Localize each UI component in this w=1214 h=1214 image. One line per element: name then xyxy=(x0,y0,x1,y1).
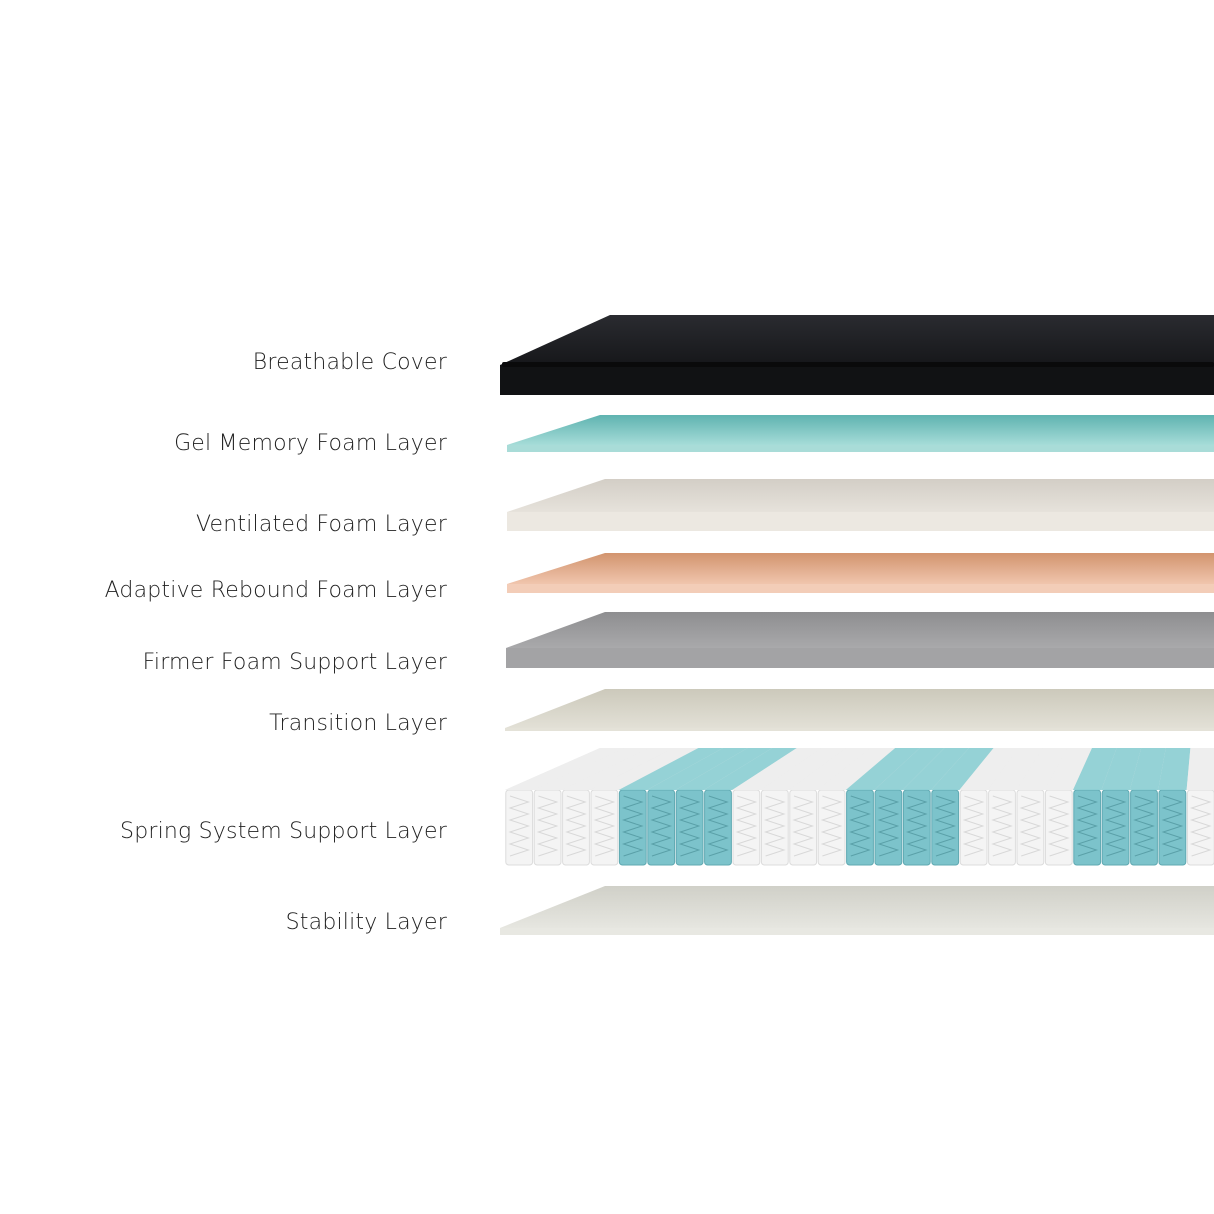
spring-coil-top xyxy=(732,748,822,790)
spring-coil-wire xyxy=(962,795,985,857)
firmer-foam-support-top xyxy=(506,612,1214,648)
spring-coil xyxy=(505,789,534,866)
spring-coil-top xyxy=(1129,748,1166,790)
spring-coil-top xyxy=(1044,748,1092,790)
transition-layer-front xyxy=(505,728,1214,731)
spring-coil xyxy=(675,789,704,866)
spring-coil xyxy=(789,789,818,866)
spring-coil-top xyxy=(902,748,969,790)
spring-coil-wire xyxy=(650,795,673,857)
spring-coil xyxy=(874,789,903,866)
label-firmer-foam-support: Firmer Foam Support Layer xyxy=(142,650,447,675)
spring-coil-top xyxy=(505,748,625,790)
label-spring-system: Spring System Support Layer xyxy=(120,819,447,844)
spring-coil xyxy=(562,789,590,866)
label-stability-layer: Stability Layer xyxy=(285,910,447,935)
spring-coil-wire xyxy=(763,795,786,857)
spring-coil-wire xyxy=(1161,795,1184,857)
label-gel-memory-foam: Gel Memory Foam Layer xyxy=(174,431,447,456)
spring-coil-top xyxy=(675,748,773,790)
spring-coil xyxy=(1044,789,1073,866)
spring-coil-top xyxy=(1016,748,1068,790)
label-ventilated-foam: Ventilated Foam Layer xyxy=(195,512,447,537)
spring-coil-wire xyxy=(934,795,957,857)
spring-coil-top xyxy=(959,748,1019,790)
gel-memory-foam-top xyxy=(507,415,1214,445)
breathable-cover-top xyxy=(500,315,1214,365)
spring-coil-top xyxy=(987,748,1043,790)
spring-coil-wire xyxy=(707,795,729,857)
spring-coil-top xyxy=(590,748,699,790)
gel-memory-foam-front xyxy=(507,445,1214,452)
ventilated-foam-top xyxy=(507,479,1214,512)
spring-coil-wire xyxy=(1104,795,1127,857)
spring-coil-top xyxy=(1158,748,1191,790)
spring-coil-wire xyxy=(849,795,871,857)
spring-coil-top xyxy=(1186,748,1214,790)
spring-coil-wire xyxy=(877,795,900,857)
spring-coil-top xyxy=(647,748,748,790)
spring-coil-wire xyxy=(991,795,1013,857)
spring-coil xyxy=(988,789,1016,866)
spring-coil xyxy=(1073,789,1102,866)
spring-coil-wire xyxy=(678,795,701,857)
spring-coil-wire xyxy=(621,795,644,857)
ventilated-foam-front xyxy=(507,512,1214,531)
spring-coil xyxy=(590,789,619,866)
spring-coil xyxy=(704,789,732,866)
spring-coil-wire xyxy=(735,795,758,857)
spring-coil xyxy=(1101,789,1130,866)
label-transition-layer: Transition Layer xyxy=(269,711,447,736)
spring-coil-wire xyxy=(508,795,531,857)
spring-coil xyxy=(760,789,789,866)
firmer-foam-support-front xyxy=(506,648,1214,668)
stability-layer-top xyxy=(500,886,1214,928)
transition-layer-top xyxy=(505,689,1214,728)
spring-coil xyxy=(1158,789,1187,866)
spring-coil xyxy=(931,789,960,866)
spring-coil xyxy=(902,789,931,866)
spring-coil-top xyxy=(789,748,871,790)
spring-coil xyxy=(959,789,988,866)
spring-coil-top xyxy=(817,748,896,790)
spring-coil-wire xyxy=(905,795,928,857)
spring-coil-top xyxy=(703,748,797,790)
cover-piping xyxy=(502,362,1214,367)
spring-coil xyxy=(817,789,846,866)
spring-coil-top xyxy=(1101,748,1142,790)
label-adaptive-rebound-foam: Adaptive Rebound Foam Layer xyxy=(104,578,447,603)
spring-coil-wire xyxy=(820,795,843,857)
spring-coil-top xyxy=(931,748,994,790)
breathable-cover-front xyxy=(500,365,1214,395)
spring-coil-wire xyxy=(792,795,815,857)
spring-coil xyxy=(618,789,647,866)
spring-coil xyxy=(533,789,562,866)
spring-coil-wire xyxy=(565,795,587,857)
spring-coil-wire xyxy=(1189,795,1212,857)
spring-coil-wire xyxy=(1047,795,1070,857)
spring-coil xyxy=(1186,789,1214,866)
spring-coil xyxy=(732,789,761,866)
stability-layer-front xyxy=(500,928,1214,935)
spring-coil xyxy=(1130,789,1158,866)
adaptive-rebound-foam-top xyxy=(507,553,1214,584)
adaptive-rebound-foam-front xyxy=(507,584,1214,593)
spring-coil-top xyxy=(533,748,650,790)
spring-coil-wire xyxy=(1019,795,1042,857)
spring-coil xyxy=(1016,789,1045,866)
spring-coil xyxy=(846,789,874,866)
spring-coil-top xyxy=(618,748,723,790)
spring-coil-wire xyxy=(593,795,616,857)
spring-coil-top xyxy=(845,748,920,790)
spring-coil-top xyxy=(874,748,945,790)
label-breathable-cover: Breathable Cover xyxy=(252,350,447,375)
spring-coil-wire xyxy=(1076,795,1099,857)
spring-coil-top xyxy=(1073,748,1117,790)
spring-coil-wire xyxy=(536,795,559,857)
spring-coil xyxy=(647,789,676,866)
spring-coil-top xyxy=(760,748,846,790)
spring-coil-wire xyxy=(1133,795,1155,857)
spring-coil-top xyxy=(561,748,674,790)
